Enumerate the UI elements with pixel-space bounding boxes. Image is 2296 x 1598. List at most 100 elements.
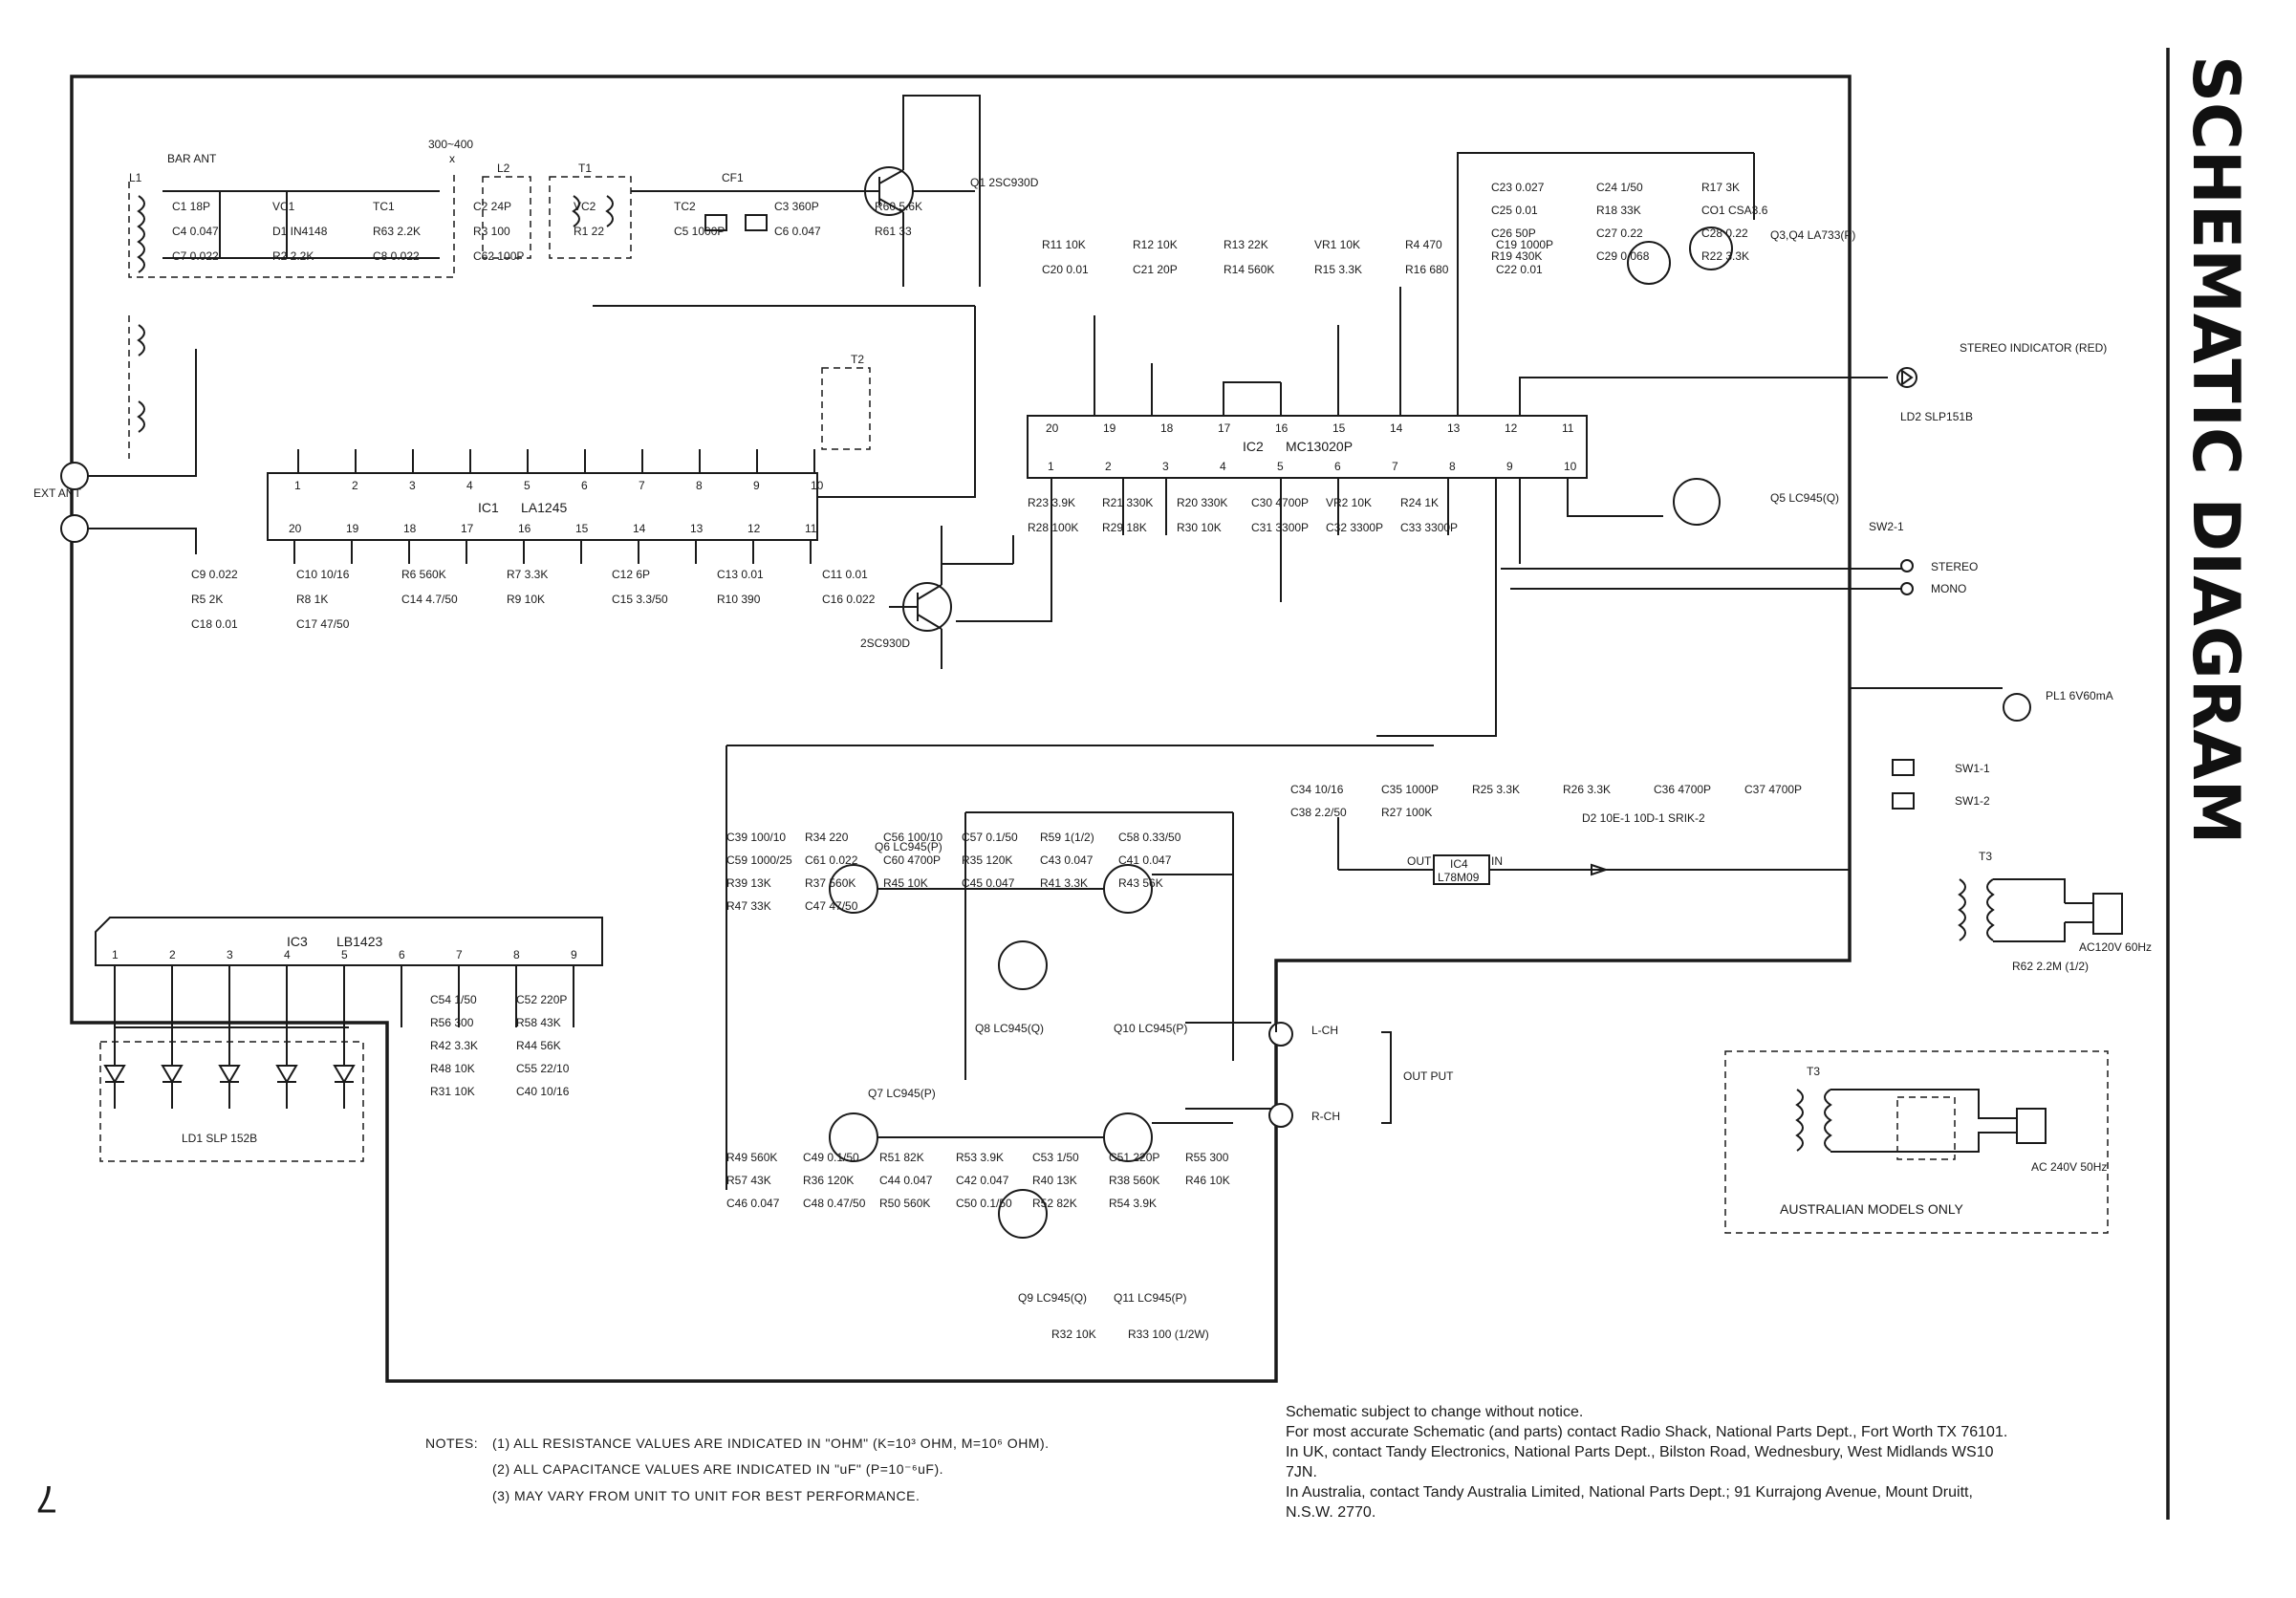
component-label: C37 4700P	[1744, 783, 1802, 796]
component-label: R7 3.3K	[507, 568, 548, 581]
component-label: R15 3.3K	[1314, 263, 1362, 276]
ic1-pin: 16	[518, 522, 531, 535]
component-label: C2 24P	[473, 200, 511, 213]
component-label: C36 4700P	[1654, 783, 1711, 796]
ic1-pin: 3	[409, 479, 416, 492]
ic2-pin: 1	[1048, 460, 1054, 473]
component-label: TC1	[373, 200, 395, 213]
q2-label: 2SC930D	[860, 637, 910, 650]
component-label: R24 1K	[1400, 496, 1439, 509]
ic2-pin: 6	[1334, 460, 1341, 473]
component-label: C54 1/50	[430, 993, 477, 1006]
component-label: VR2 10K	[1326, 496, 1372, 509]
component-label: C32 3300P	[1326, 521, 1383, 534]
ic2-pin: 19	[1103, 421, 1116, 435]
lch-label: L-CH	[1311, 1024, 1338, 1037]
ic1-pin: 12	[747, 522, 761, 535]
ic2-pin: 7	[1392, 460, 1398, 473]
component-label: C22 0.01	[1496, 263, 1543, 276]
component-label: CO1 CSA3.6	[1701, 204, 1768, 217]
component-label: R48 10K	[430, 1062, 475, 1075]
component-label: R27 100K	[1381, 806, 1432, 819]
pl1-label: PL1 6V60mA	[2046, 689, 2113, 702]
component-label: C15 3.3/50	[612, 593, 668, 606]
component-label: C61 0.022	[805, 853, 858, 867]
led-symbol	[275, 1027, 298, 1109]
ac120-label: AC120V 60Hz	[2079, 940, 2152, 954]
ic1-pin: 13	[690, 522, 704, 535]
ic2-ref: IC2	[1243, 439, 1264, 454]
ld1-box	[99, 1041, 364, 1162]
component-label: R36 120K	[803, 1174, 854, 1187]
component-label: R59 1(1/2)	[1040, 831, 1094, 844]
q8-symbol	[998, 940, 1048, 990]
power-switch-section: SW2-1 STEREO MONO PL1 6V60mA SW1-1 SW1-2…	[1501, 520, 2152, 973]
component-label: R4 470	[1405, 238, 1442, 251]
component-label: R43 56K	[1118, 876, 1163, 890]
component-label: R35 120K	[962, 853, 1012, 867]
component-label: R19 430K	[1491, 249, 1542, 263]
australian-label: AUSTRALIAN MODELS ONLY	[1780, 1201, 1964, 1217]
mono-label: MONO	[1931, 582, 1966, 595]
ic1-pin: 7	[639, 479, 645, 492]
component-label: R42 3.3K	[430, 1039, 478, 1052]
ic2-pin: 17	[1218, 421, 1231, 435]
component-label: C43 0.047	[1040, 853, 1094, 867]
ic2-pin: 11	[1562, 421, 1574, 435]
component-label: C1 18P	[172, 200, 210, 213]
ic1-pin: 1	[294, 479, 301, 492]
component-label: C50 0.1/50	[956, 1197, 1012, 1210]
t1-label: T1	[578, 162, 592, 175]
ic1-pin: 8	[696, 479, 703, 492]
disclaimer-line-6: N.S.W. 2770.	[1286, 1504, 1375, 1521]
component-label: R44 56K	[516, 1039, 561, 1052]
ld2-label: LD2 SLP151B	[1900, 410, 1973, 423]
component-label: R50 560K	[879, 1197, 930, 1210]
component-label: C25 0.01	[1491, 204, 1538, 217]
ic3-part: LB1423	[336, 934, 382, 949]
component-label: C42 0.047	[956, 1174, 1009, 1187]
component-label: R51 82K	[879, 1151, 924, 1164]
q9-symbol	[998, 1189, 1048, 1239]
component-label: C33 3300P	[1400, 521, 1458, 534]
component-label: C58 0.33/50	[1118, 831, 1181, 844]
component-label: R5 2K	[191, 593, 223, 606]
component-label: R12 10K	[1133, 238, 1178, 251]
component-label: R30 10K	[1177, 521, 1222, 534]
component-label: R13 22K	[1224, 238, 1268, 251]
ic2-pin: 16	[1275, 421, 1289, 435]
component-label: C28 0.22	[1701, 227, 1748, 240]
component-label: C57 0.1/50	[962, 831, 1018, 844]
component-label: R20 330K	[1177, 496, 1227, 509]
component-label: C45 0.047	[962, 876, 1015, 890]
t1-can	[549, 176, 632, 259]
component-label: R46 10K	[1185, 1174, 1230, 1187]
ic2-pin: 9	[1506, 460, 1513, 473]
notes-header: NOTES:	[425, 1436, 478, 1451]
ic3-pin: 4	[284, 948, 291, 961]
disclaimer-line-3: In UK, contact Tandy Electronics, Nation…	[1286, 1444, 1994, 1460]
component-label: C29 0.068	[1596, 249, 1650, 263]
component-label: R41 3.3K	[1040, 876, 1088, 890]
component-label: R32 10K	[1051, 1328, 1096, 1341]
component-label: R8 1K	[296, 593, 328, 606]
d2-label: D2 10E-1 10D-1 SRIK-2	[1582, 811, 1705, 825]
component-label: C21 20P	[1133, 263, 1178, 276]
component-label: C24 1/50	[1596, 181, 1643, 194]
note-2: (2) ALL CAPACITANCE VALUES ARE INDICATED…	[492, 1461, 943, 1477]
component-label: R10 390	[717, 593, 761, 606]
component-label: C35 1000P	[1381, 783, 1439, 796]
ic2-pin: 20	[1046, 421, 1059, 435]
component-label: R61 33	[875, 225, 912, 238]
rch-label: R-CH	[1311, 1110, 1340, 1123]
component-label: C34 10/16	[1290, 783, 1344, 796]
l2-can	[482, 176, 531, 259]
component-label: R22 3.3K	[1701, 249, 1749, 263]
q6-label: Q6 LC945(P)	[875, 840, 942, 853]
component-label: C44 0.047	[879, 1174, 933, 1187]
ic3-pin: 7	[456, 948, 463, 961]
